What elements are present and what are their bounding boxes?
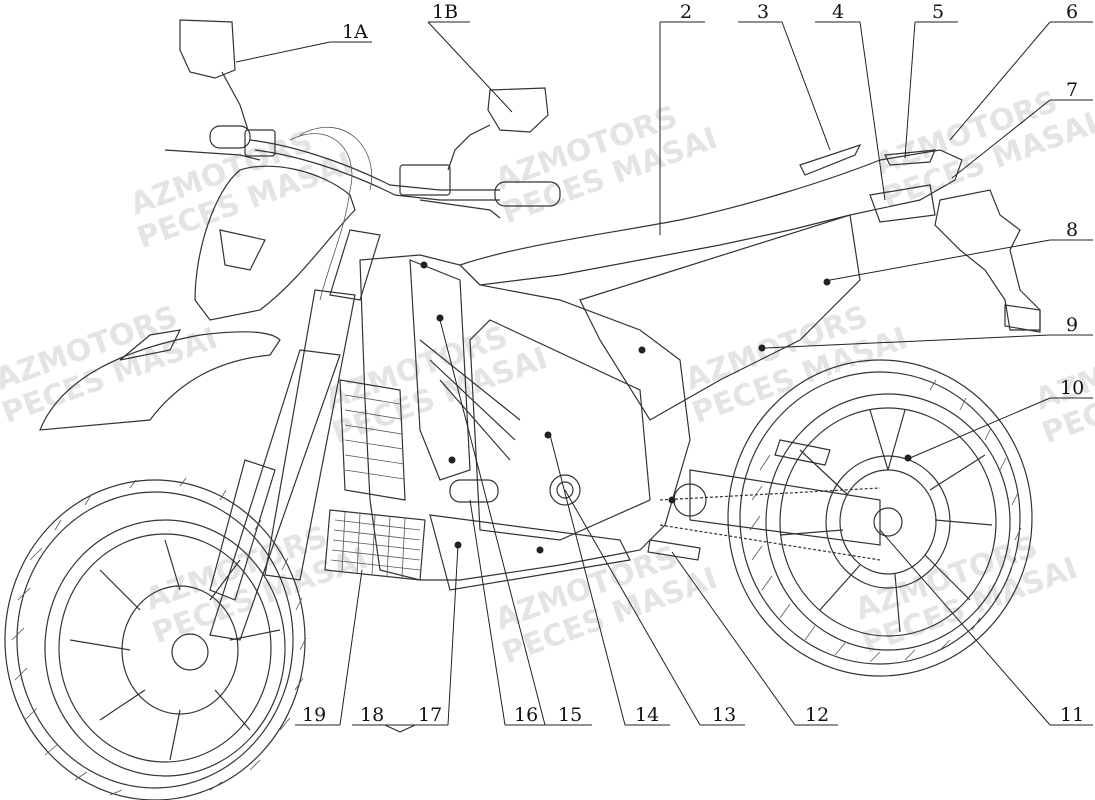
callout-4: 4 [832, 1, 844, 23]
handlebar [164, 125, 561, 301]
watermark-4: AZMOTORS PECES MASAI [0, 299, 222, 431]
rear-fender [934, 189, 1041, 333]
frame-body [359, 214, 861, 591]
leader-lines [235, 21, 1093, 733]
watermarks: AZMOTORS PECES MASAI AZMOTORS PECES MASA… [0, 84, 1095, 671]
callout-14: 14 [635, 704, 659, 726]
callout-9: 9 [1066, 314, 1078, 336]
footpeg [647, 439, 831, 561]
callout-12: 12 [805, 704, 829, 726]
mirror-left [179, 19, 249, 131]
front-fender [39, 331, 281, 431]
callout-18: 18 [360, 704, 384, 726]
rear-wheel [727, 359, 1033, 677]
callout-11: 11 [1060, 704, 1084, 726]
motorcycle-drawing [4, 19, 1041, 800]
watermark-10: AZMOTORS PECES MASAI [851, 529, 1082, 661]
watermark-9: AZMOTORS PECES MASAI [491, 539, 722, 671]
seat-tail [458, 143, 963, 286]
radiator [339, 379, 406, 501]
callout-6: 6 [1066, 1, 1078, 23]
callout-19: 19 [302, 704, 326, 726]
mirror-right [447, 87, 549, 171]
callout-13: 13 [712, 704, 736, 726]
callout-3: 3 [757, 1, 769, 23]
callout-1a: 1A [342, 21, 368, 43]
callout-17: 17 [418, 704, 442, 726]
callout-7: 7 [1066, 79, 1078, 101]
callout-labels: 1A 1B 2 3 4 5 6 7 8 9 10 11 12 13 14 15 … [302, 1, 1084, 726]
callout-10: 10 [1060, 377, 1084, 399]
watermark-5: AZMOTORS PECES MASAI [321, 319, 552, 451]
front-mask [119, 165, 356, 361]
callout-2: 2 [680, 1, 692, 23]
callout-15: 15 [558, 704, 582, 726]
bolts [420, 261, 912, 554]
grille [324, 509, 426, 581]
watermark-2: AZMOTORS PECES MASAI [491, 99, 722, 231]
callout-16: 16 [514, 704, 538, 726]
callout-8: 8 [1066, 219, 1078, 241]
front-wheel [4, 477, 307, 800]
callout-1b: 1B [432, 1, 458, 23]
front-fork [209, 229, 381, 641]
watermark-3: AZMOTORS PECES MASAI [871, 84, 1095, 216]
callout-5: 5 [932, 1, 944, 23]
